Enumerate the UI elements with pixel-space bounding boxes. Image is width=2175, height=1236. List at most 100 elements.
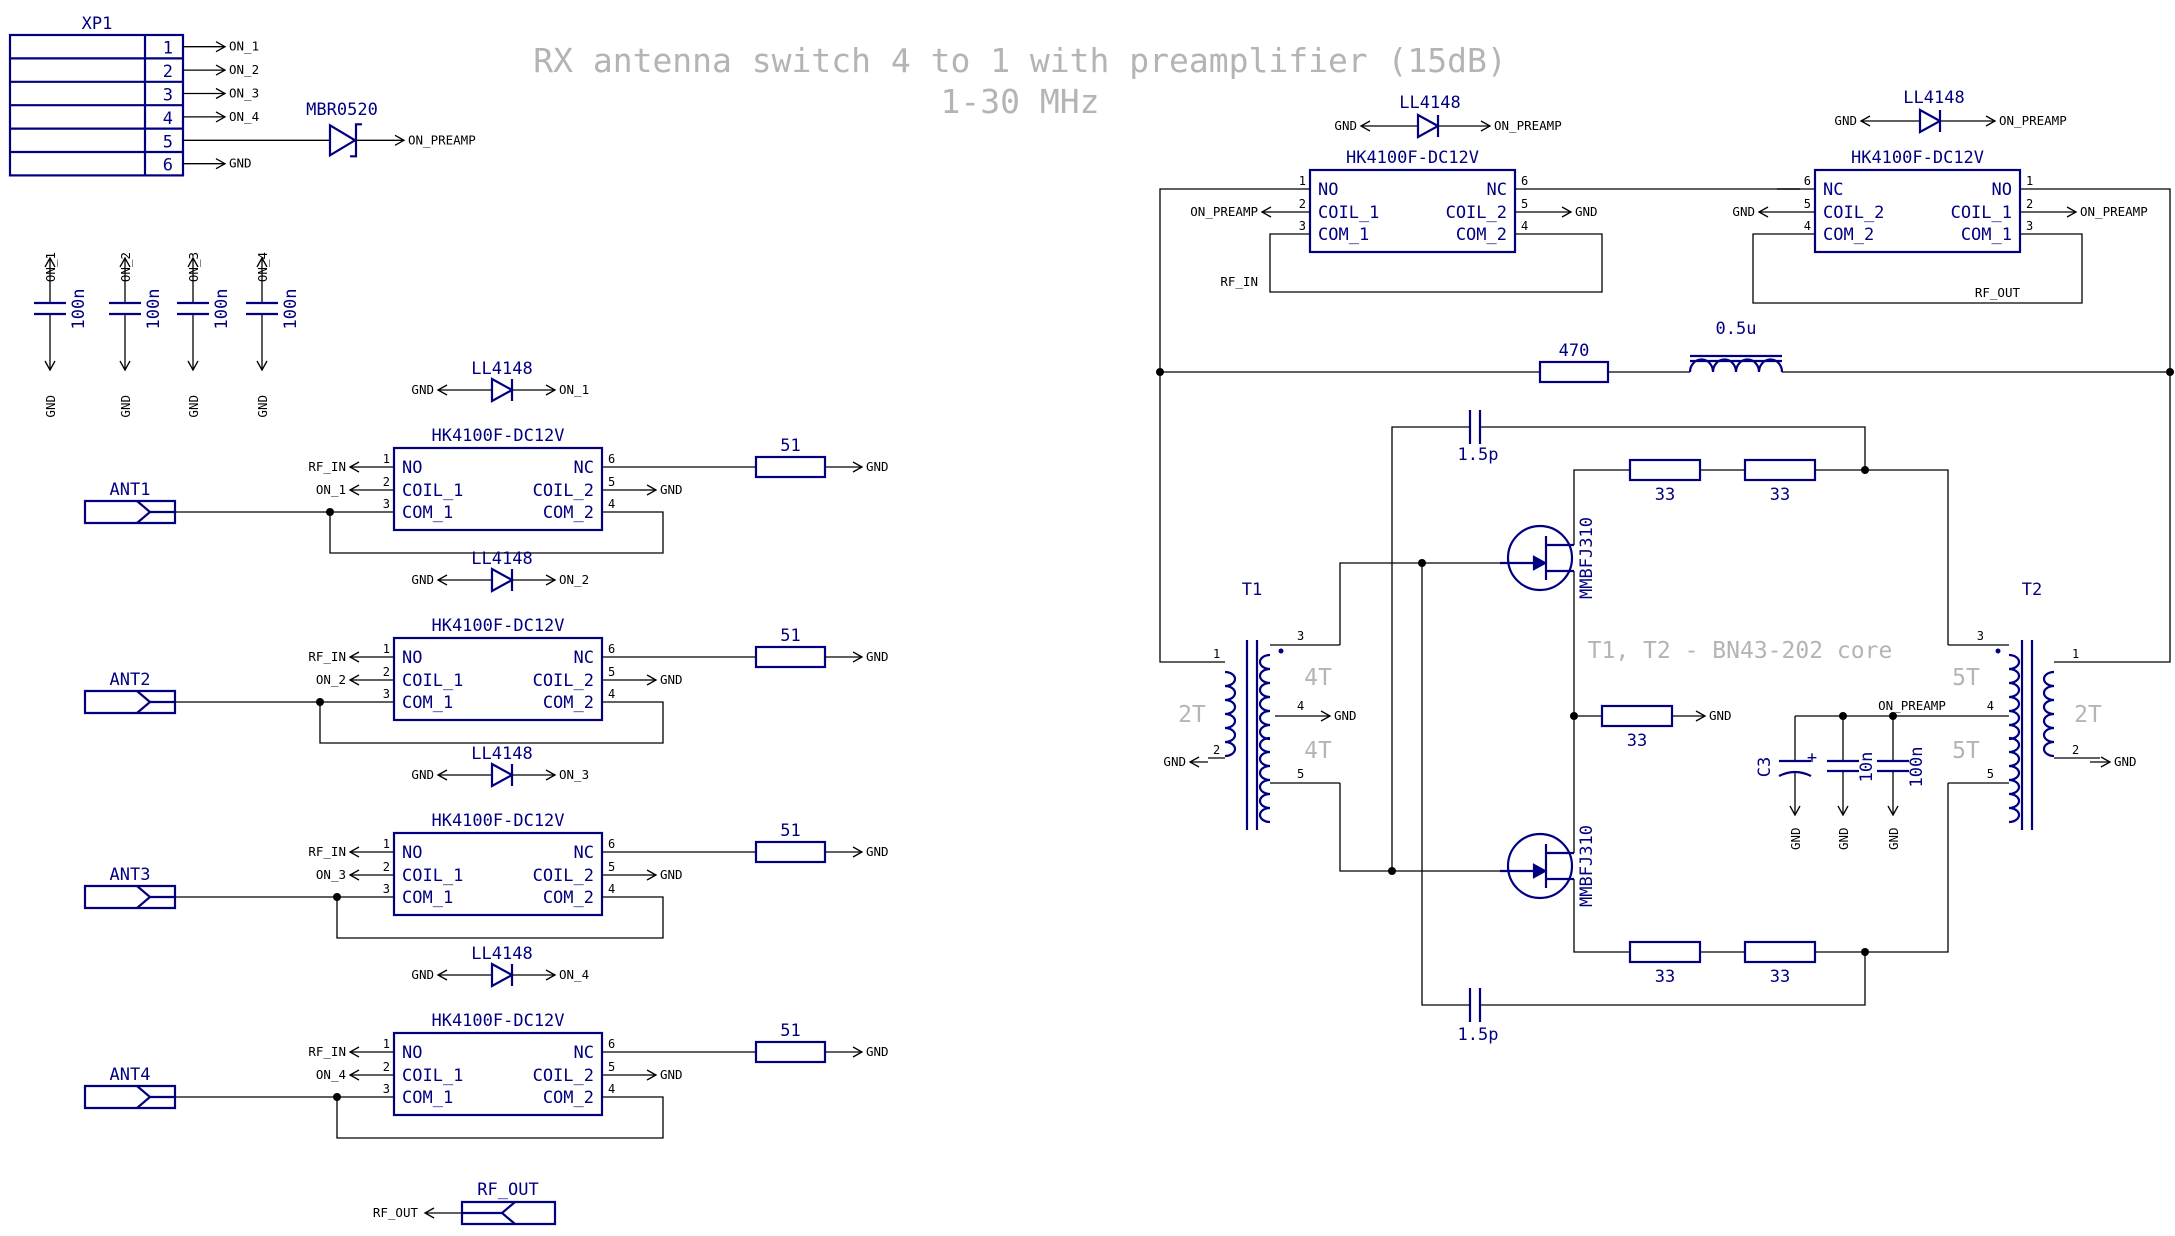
pin-number: 6 bbox=[608, 452, 615, 466]
core-note: T1, T2 - BN43-202 core bbox=[1588, 638, 1893, 664]
title-line-2: 1-30 MHz bbox=[941, 82, 1100, 121]
resistor-value: 470 bbox=[1559, 341, 1590, 361]
title-line-1: RX antenna switch 4 to 1 with preamplifi… bbox=[533, 41, 1507, 80]
relay-part-number: HK4100F-DC12V bbox=[431, 616, 564, 636]
net-label: ON_3 bbox=[316, 867, 360, 882]
net-label: GND bbox=[411, 967, 470, 982]
pin-name: COM_2 bbox=[543, 693, 594, 713]
connector-ref: RF_OUT bbox=[477, 1180, 538, 1200]
net-label: GND bbox=[411, 767, 470, 782]
net-name: GND bbox=[1709, 708, 1732, 723]
net-name: GND bbox=[866, 459, 889, 474]
net-name: GND bbox=[411, 967, 434, 982]
net-name: GND bbox=[866, 844, 889, 859]
resistor-value: 51 bbox=[780, 626, 800, 646]
pin-number: 5 bbox=[1804, 197, 1811, 211]
pin-number: 1 bbox=[1299, 174, 1306, 188]
relay-part-number: HK4100F-DC12V bbox=[1346, 148, 1479, 168]
pin-name: COIL_2 bbox=[1823, 203, 1884, 223]
pin-name: NC bbox=[574, 843, 594, 863]
pin-number: 2 bbox=[2072, 743, 2079, 757]
net-name: RF_IN bbox=[308, 649, 346, 664]
pin-name: COM_1 bbox=[402, 503, 453, 523]
antenna-connector-4: ANT4 bbox=[83, 1065, 337, 1110]
pin-name: COIL_1 bbox=[402, 866, 463, 886]
net-label: GND bbox=[1334, 118, 1385, 133]
net-label: ON_4 bbox=[183, 109, 259, 124]
net-name: RF_OUT bbox=[1975, 285, 2021, 300]
net-name: ON_PREAMP bbox=[2080, 204, 2148, 219]
net-name: ON_PREAMP bbox=[1999, 113, 2067, 128]
pin-number: 3 bbox=[383, 882, 390, 896]
pin-name: COIL_2 bbox=[1446, 203, 1507, 223]
jfet-top: MMBFJ310 bbox=[1500, 517, 1597, 599]
net-name: GND bbox=[1334, 118, 1357, 133]
antenna-label: ANT1 bbox=[110, 480, 151, 500]
net-name: ON_1 bbox=[316, 482, 346, 497]
capacitor-value: 1.5p bbox=[1458, 1025, 1499, 1045]
net-name: ON_4 bbox=[316, 1067, 346, 1082]
pin-name: NO bbox=[1318, 180, 1338, 200]
net-label: ON_PREAMP bbox=[2058, 204, 2148, 219]
net-label: ON_PREAMP bbox=[356, 132, 476, 147]
net-name: ON_PREAMP bbox=[408, 132, 476, 147]
resistor-value: 33 bbox=[1655, 485, 1675, 505]
resistor-value: 51 bbox=[780, 1021, 800, 1041]
diode-ref: LL4148 bbox=[471, 359, 532, 379]
resistor-51: 51 bbox=[754, 821, 827, 864]
net-label: ON_2 bbox=[316, 672, 360, 687]
connector-pin-number: 3 bbox=[163, 86, 173, 106]
net-label: GND bbox=[640, 867, 683, 882]
net-name: ON_3 bbox=[229, 86, 259, 101]
resistor-value: 33 bbox=[1770, 485, 1790, 505]
pin-number: 3 bbox=[383, 1082, 390, 1096]
net-label: GND bbox=[2090, 754, 2137, 769]
pin-number: 4 bbox=[1804, 219, 1811, 233]
pin-name: NO bbox=[402, 648, 422, 668]
net-name: RF_IN bbox=[308, 459, 346, 474]
pin-number: 3 bbox=[383, 687, 390, 701]
connector-pin-number: 1 bbox=[163, 39, 173, 59]
pin-number: 1 bbox=[2072, 647, 2079, 661]
jfet-part-number: MMBFJ310 bbox=[1577, 825, 1597, 907]
net-label: GND bbox=[640, 1067, 683, 1082]
resistor-value: 33 bbox=[1655, 967, 1675, 987]
net-name: GND bbox=[1163, 754, 1186, 769]
pin-name: COIL_2 bbox=[533, 866, 594, 886]
pin-number: 2 bbox=[383, 665, 390, 679]
feedback-capacitor-top: 1.5p bbox=[1391, 410, 1866, 871]
net-name: GND bbox=[411, 382, 434, 397]
pin-number: 3 bbox=[2026, 219, 2033, 233]
net-name: ON_2 bbox=[118, 252, 133, 282]
net-label: RF_IN bbox=[308, 459, 360, 474]
antenna-connector-3: ANT3 bbox=[83, 865, 337, 910]
resistor-value: 51 bbox=[780, 436, 800, 456]
resistor-33: 33 bbox=[1600, 704, 1674, 751]
pin-number: 3 bbox=[1297, 629, 1304, 643]
pin-number: 4 bbox=[608, 497, 615, 511]
net-name: GND bbox=[866, 1044, 889, 1059]
antenna-label: ANT2 bbox=[110, 670, 151, 690]
net-label: GND bbox=[1732, 204, 1777, 219]
connector-pin-number: 4 bbox=[163, 109, 173, 129]
net-label: RF_IN bbox=[308, 1044, 360, 1059]
resistor-value: 33 bbox=[1627, 731, 1647, 751]
net-name: ON_3 bbox=[316, 867, 346, 882]
diode-ref: LL4148 bbox=[471, 549, 532, 569]
resistor-33: 33 bbox=[1628, 940, 1702, 987]
resistor-33: 33 bbox=[1743, 458, 1817, 505]
pin-name: COM_1 bbox=[402, 888, 453, 908]
connector-pin-number: 5 bbox=[163, 132, 173, 152]
net-name: GND bbox=[411, 572, 434, 587]
resistor-value: 33 bbox=[1770, 967, 1790, 987]
resistor-value: 51 bbox=[780, 821, 800, 841]
relay-part-number: HK4100F-DC12V bbox=[1851, 148, 1984, 168]
net-name: GND bbox=[660, 867, 683, 882]
